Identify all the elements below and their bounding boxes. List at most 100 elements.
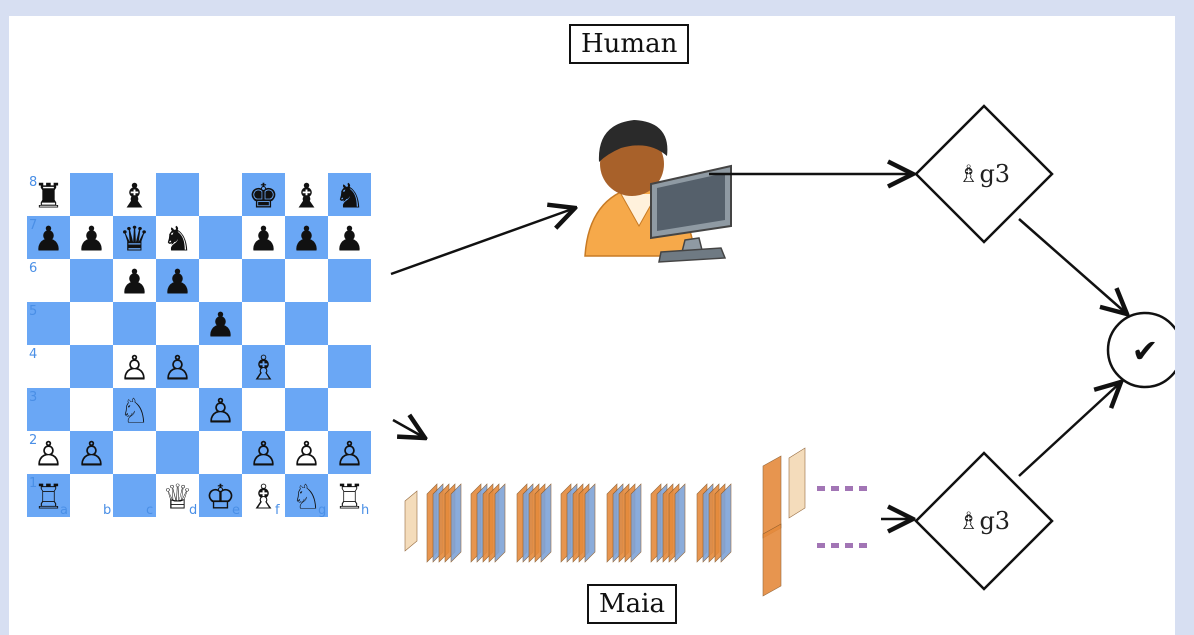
board-square bbox=[328, 388, 371, 431]
network-conv-layer bbox=[584, 483, 596, 563]
chess-piece: ♙ bbox=[291, 434, 321, 474]
board-square bbox=[285, 431, 328, 474]
chess-piece: ♙ bbox=[205, 391, 235, 431]
chess-piece: ♕ bbox=[162, 477, 192, 517]
board-square bbox=[285, 302, 328, 345]
network-output-unit bbox=[859, 486, 867, 491]
board-square bbox=[70, 388, 113, 431]
board-square bbox=[328, 474, 371, 517]
file-label: g bbox=[318, 503, 326, 518]
chess-piece: ♙ bbox=[248, 434, 278, 474]
chess-piece: ♖ bbox=[33, 477, 63, 517]
board-square bbox=[242, 474, 285, 517]
board-square bbox=[113, 173, 156, 216]
network-conv-layer bbox=[494, 483, 506, 563]
board-square bbox=[27, 302, 70, 345]
chess-piece: ♟ bbox=[291, 219, 321, 259]
network-value-block bbox=[762, 523, 782, 597]
network-conv-layer bbox=[720, 483, 732, 563]
board-square bbox=[242, 302, 285, 345]
board-square bbox=[199, 173, 242, 216]
chess-piece: ♟ bbox=[33, 219, 63, 259]
file-label: e bbox=[232, 503, 240, 518]
board-square bbox=[242, 345, 285, 388]
board-square bbox=[328, 345, 371, 388]
network-conv-layer bbox=[450, 483, 462, 563]
board-square bbox=[113, 216, 156, 259]
board-square bbox=[156, 302, 199, 345]
board-square bbox=[27, 173, 70, 216]
diagram-svg: ♜♝♚♝♞8♟♟♛♞♟♟♟7♟♟6♟5♙♙♗4♘♙3♙♙♙♙♙2♖♕♔♗♘♖1a… bbox=[27, 104, 1175, 597]
file-label: h bbox=[361, 503, 369, 518]
network-output-unit bbox=[817, 486, 825, 491]
chess-piece: ♞ bbox=[162, 219, 192, 259]
match-check-node: ✔ bbox=[1106, 311, 1175, 389]
chess-piece: ♗ bbox=[248, 477, 278, 517]
board-square bbox=[242, 388, 285, 431]
rank-label: 2 bbox=[29, 433, 37, 448]
board-square bbox=[285, 173, 328, 216]
file-label: f bbox=[275, 503, 280, 518]
board-square bbox=[156, 216, 199, 259]
chess-piece: ♝ bbox=[119, 176, 149, 216]
board-square bbox=[199, 345, 242, 388]
rank-label: 4 bbox=[29, 347, 37, 362]
chess-piece: ♛ bbox=[119, 219, 149, 259]
human-player-icon bbox=[584, 120, 732, 263]
rank-label: 5 bbox=[29, 304, 37, 319]
chess-piece: ♜ bbox=[33, 176, 63, 216]
chess-board: ♜♝♚♝♞8♟♟♛♞♟♟♟7♟♟6♟5♙♙♗4♘♙3♙♙♙♙♙2♖♕♔♗♘♖1a… bbox=[27, 173, 371, 518]
board-square bbox=[70, 474, 113, 517]
board-square bbox=[27, 259, 70, 302]
board-square bbox=[70, 302, 113, 345]
chess-piece: ♙ bbox=[33, 434, 63, 474]
chess-piece: ♙ bbox=[76, 434, 106, 474]
board-square bbox=[242, 431, 285, 474]
arrow-board-to-human bbox=[390, 208, 575, 276]
board-square bbox=[199, 474, 242, 517]
board-square bbox=[70, 216, 113, 259]
board-square bbox=[70, 173, 113, 216]
board-square bbox=[156, 345, 199, 388]
board-square bbox=[113, 345, 156, 388]
chess-piece: ♗ bbox=[248, 348, 278, 388]
board-square bbox=[199, 431, 242, 474]
board-square bbox=[328, 431, 371, 474]
chess-piece: ♟ bbox=[162, 262, 192, 302]
file-label: b bbox=[103, 503, 111, 518]
chess-piece: ♖ bbox=[334, 477, 364, 517]
chess-piece: ♟ bbox=[76, 219, 106, 259]
network-conv-layer bbox=[630, 483, 642, 563]
chess-piece: ♟ bbox=[119, 262, 149, 302]
maia-move-label: ♗g3 bbox=[958, 507, 1010, 535]
chess-piece: ♙ bbox=[119, 348, 149, 388]
board-square bbox=[199, 388, 242, 431]
chess-piece: ♟ bbox=[205, 305, 235, 345]
chess-piece: ♟ bbox=[334, 219, 364, 259]
arrow-maia-move-to-check bbox=[1018, 382, 1121, 477]
board-square bbox=[27, 474, 70, 517]
network-output-unit bbox=[831, 543, 839, 548]
board-square bbox=[113, 388, 156, 431]
human-label: Human bbox=[569, 24, 690, 64]
board-square bbox=[285, 388, 328, 431]
rank-label: 8 bbox=[29, 175, 37, 190]
board-square bbox=[70, 259, 113, 302]
board-square bbox=[285, 474, 328, 517]
board-square bbox=[328, 173, 371, 216]
network-conv-layer bbox=[540, 483, 552, 563]
maia-label: Maia bbox=[587, 584, 677, 624]
board-square bbox=[285, 216, 328, 259]
rank-label: 6 bbox=[29, 261, 37, 276]
network-input-layer bbox=[404, 490, 418, 552]
network-conv-layer bbox=[674, 483, 686, 563]
board-square bbox=[242, 259, 285, 302]
board-square bbox=[199, 216, 242, 259]
board-square bbox=[113, 259, 156, 302]
human-move-node: ♗g3 bbox=[914, 104, 1054, 244]
file-label: c bbox=[146, 503, 153, 518]
network-output-unit bbox=[859, 543, 867, 548]
board-square bbox=[70, 431, 113, 474]
network-output-unit bbox=[845, 486, 853, 491]
check-icon: ✔ bbox=[1132, 332, 1159, 370]
